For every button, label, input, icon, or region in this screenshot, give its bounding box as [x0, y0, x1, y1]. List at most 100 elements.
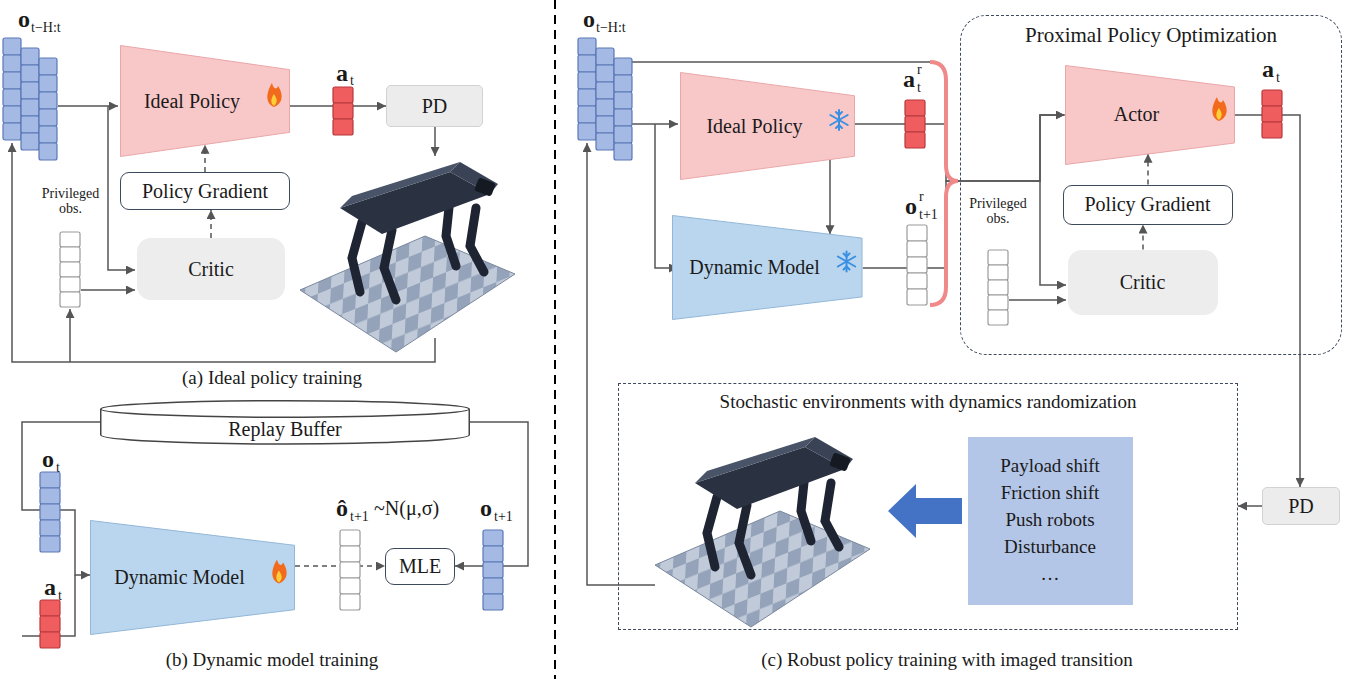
caption: (c) Robust policy training with imaged t…: [647, 650, 1247, 671]
node-text: PD: [422, 95, 448, 118]
connector: [1235, 115, 1301, 487]
cylinder-top: [101, 401, 470, 418]
vector-cell: [40, 504, 60, 520]
symbol-label: a: [903, 66, 915, 92]
vector-cell: [60, 292, 80, 307]
node-text: …: [1041, 561, 1060, 588]
vector-cell: [905, 116, 925, 132]
process-box: Replay Buffer: [100, 400, 470, 444]
vector-cell: [3, 106, 21, 123]
vector-cell: [988, 310, 1008, 325]
vector-cell: [40, 536, 60, 552]
vector-cell: [39, 143, 57, 160]
vector-cell: [596, 99, 614, 116]
vector-cell: [40, 616, 60, 632]
vector-cell: [596, 65, 614, 82]
vector-cell: [907, 241, 927, 257]
node-text: Disturbance: [1004, 534, 1096, 561]
node-text: Dynamic Model: [114, 566, 245, 589]
node-text: Ideal Policy: [144, 90, 240, 113]
symbol-label: o: [18, 6, 30, 32]
symbol-label: t: [917, 80, 921, 95]
vector-cell: [578, 38, 596, 55]
connector: [204, 145, 206, 172]
process-box: Actor: [1065, 65, 1235, 165]
node-text: Policy Gradient: [1084, 193, 1210, 216]
vector-cell: [905, 100, 925, 116]
vector-cell: [3, 38, 21, 55]
vector-cell: [340, 546, 360, 562]
vector-cell: [60, 247, 80, 262]
node-text: MLE: [399, 555, 441, 578]
node-text: Payload shift: [1000, 453, 1100, 480]
process-box: Ideal Policy: [120, 45, 290, 157]
vector-cell: [614, 92, 632, 109]
vector-cell: [596, 116, 614, 133]
frozen-icon: [838, 252, 855, 272]
symbol-label: t: [350, 73, 354, 88]
node-text: Dynamic Model: [689, 256, 820, 279]
vector-cell: [333, 87, 353, 103]
trainable-icon: [272, 560, 286, 584]
vector-cell: [596, 133, 614, 150]
vector-cell: [578, 123, 596, 140]
node-text: Actor: [1114, 103, 1160, 126]
vector-cell: [39, 126, 57, 143]
process-box: Payload shiftFriction shiftPush robotsDi…: [968, 437, 1133, 605]
vector-cell: [614, 109, 632, 126]
symbol-label: r: [917, 62, 922, 77]
region-title: Proximal Policy Optimization: [1025, 23, 1277, 47]
symbol-label: o: [480, 495, 492, 521]
symbol-label: o: [905, 193, 917, 219]
region-title: Stochastic environments with dynamics ra…: [720, 391, 1137, 413]
symbol-label: t−H:t: [596, 20, 626, 35]
trapezoid-outline: [91, 521, 295, 635]
symbol-label: a: [1262, 56, 1274, 82]
vector-cell: [340, 594, 360, 610]
vector-cell: [907, 257, 927, 273]
symbol-label: t−H:t: [31, 20, 61, 35]
vector-cell: [483, 530, 503, 546]
connector: [863, 115, 1065, 268]
node-text: Push robots: [1005, 507, 1094, 534]
vector-cell: [40, 488, 60, 504]
symbol-label: a: [44, 574, 56, 600]
caption: (b) Dynamic model training: [22, 650, 522, 671]
group-region: Stochastic environments with dynamics ra…: [618, 383, 1238, 630]
annotation: Privileged obs.: [37, 186, 104, 217]
frozen-icon: [830, 110, 847, 130]
vector-cell: [614, 58, 632, 75]
connector: [1142, 225, 1144, 250]
vector-cell: [333, 103, 353, 119]
vector-cell: [907, 273, 927, 289]
trainable-icon: [267, 83, 281, 107]
merge-bracket: [930, 62, 958, 305]
node-text: Policy Gradient: [142, 180, 268, 203]
vector-cell: [483, 578, 503, 594]
vector-cell: [21, 116, 39, 133]
process-box: PD: [1262, 487, 1340, 525]
node-text: Ideal Policy: [706, 115, 802, 138]
symbol-label: t: [56, 460, 60, 475]
vector-cell: [905, 132, 925, 148]
node-text: Friction shift: [1001, 480, 1100, 507]
vector-cell: [614, 75, 632, 92]
vector-cell: [21, 48, 39, 65]
symbol-label: t+1: [494, 509, 513, 524]
symbol-label: r: [919, 189, 924, 204]
symbol-label: ~N(μ,σ): [374, 497, 439, 519]
connector: [290, 105, 386, 107]
symbol-label: o: [42, 446, 54, 472]
vector-cell: [21, 82, 39, 99]
vector-cell: [333, 119, 353, 135]
vector-cell: [578, 72, 596, 89]
vector-cell: [614, 143, 632, 160]
robot-figure: [300, 162, 515, 352]
connector: [295, 565, 385, 567]
vector-cell: [907, 225, 927, 241]
trapezoid-outline: [121, 46, 290, 157]
vector-cell: [40, 520, 60, 536]
vector-cell: [340, 562, 360, 578]
vector-cell: [60, 232, 80, 247]
